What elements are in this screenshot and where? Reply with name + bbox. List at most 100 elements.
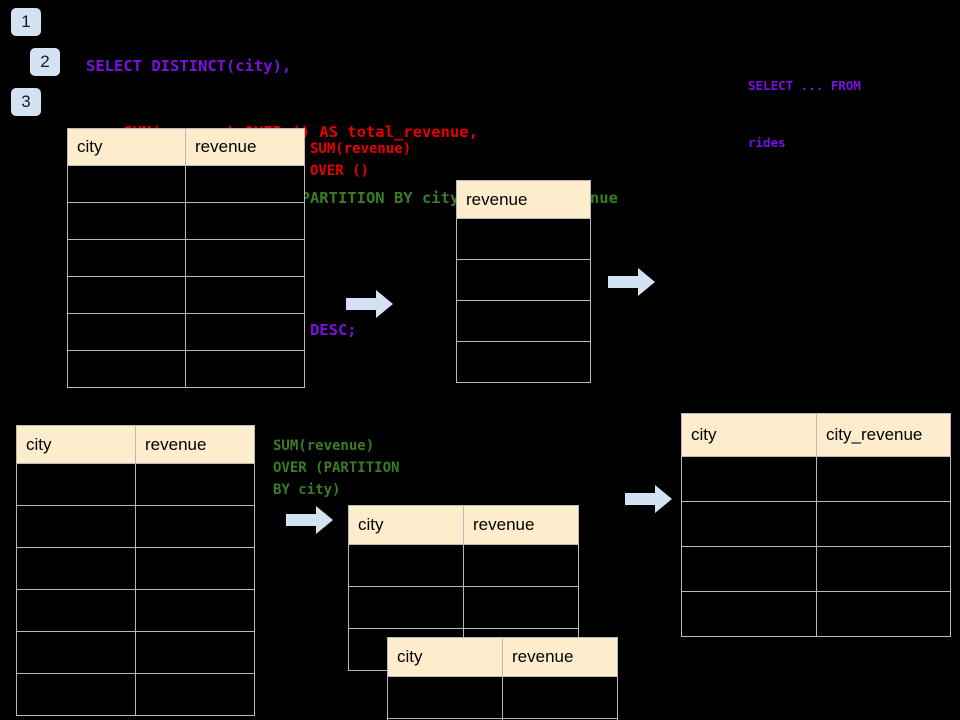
annotation-over-partition: SUM(revenue) OVER (PARTITION BY city) — [273, 438, 400, 498]
table-row[interactable] — [16, 589, 255, 632]
cell-city[interactable] — [67, 350, 186, 388]
table-header-row: city revenue — [16, 425, 255, 464]
cell-city[interactable] — [67, 165, 186, 203]
arrow-source-to-total — [346, 289, 394, 324]
cell-revenue[interactable] — [185, 202, 305, 240]
column-header-city: city — [67, 128, 186, 166]
cell-city-revenue[interactable] — [816, 501, 951, 547]
side-note-select-from: SELECT ... FROM rides — [748, 38, 861, 190]
cell-city[interactable] — [681, 456, 817, 502]
cell-revenue[interactable] — [185, 350, 305, 388]
table-row[interactable] — [67, 239, 305, 277]
sql-line-1: SELECT DISTINCT(city), — [86, 57, 292, 75]
table-header-row: city revenue — [348, 505, 579, 545]
arrow-partition-to-result — [625, 484, 673, 519]
table-header-row: city city_revenue — [681, 413, 951, 457]
column-header-city-revenue: city_revenue — [816, 413, 951, 457]
table-row[interactable] — [456, 341, 591, 383]
column-header-revenue: revenue — [185, 128, 305, 166]
side-note-line-2: rides — [748, 135, 786, 150]
table-row[interactable] — [456, 300, 591, 342]
cell-revenue[interactable] — [135, 547, 255, 590]
arrow-total-to-result — [608, 267, 656, 302]
cell-city[interactable] — [16, 547, 136, 590]
cell-revenue[interactable] — [135, 631, 255, 674]
table-partition-group-back[interactable]: city revenue — [348, 505, 579, 671]
cell-revenue[interactable] — [185, 239, 305, 277]
table-rides-source-top[interactable]: city revenue — [67, 128, 305, 388]
table-row[interactable] — [456, 259, 591, 301]
cell-revenue[interactable] — [456, 259, 591, 301]
cell-revenue[interactable] — [463, 544, 579, 587]
step-badge-2[interactable]: 2 — [30, 48, 60, 76]
cell-city[interactable] — [67, 313, 186, 351]
cell-revenue[interactable] — [502, 676, 618, 719]
table-row[interactable] — [681, 501, 951, 547]
cell-city[interactable] — [348, 544, 464, 587]
cell-city[interactable] — [387, 676, 503, 719]
table-row[interactable] — [16, 463, 255, 506]
column-header-revenue: revenue — [502, 637, 618, 677]
cell-city-revenue[interactable] — [816, 591, 951, 637]
table-row[interactable] — [681, 591, 951, 637]
cell-revenue[interactable] — [456, 300, 591, 342]
table-row[interactable] — [681, 546, 951, 592]
table-row[interactable] — [16, 547, 255, 590]
arrow-right-icon — [346, 290, 393, 318]
table-partition-group-front[interactable]: city revenue — [387, 637, 618, 720]
cell-city-revenue[interactable] — [816, 546, 951, 592]
cell-city[interactable] — [16, 673, 136, 716]
table-row[interactable] — [456, 218, 591, 260]
cell-revenue[interactable] — [185, 313, 305, 351]
cell-revenue[interactable] — [456, 218, 591, 260]
cell-revenue[interactable] — [456, 341, 591, 383]
table-row[interactable] — [67, 313, 305, 351]
table-row[interactable] — [16, 673, 255, 716]
cell-revenue[interactable] — [502, 718, 618, 720]
cell-city[interactable] — [16, 463, 136, 506]
arrow-right-icon — [286, 506, 333, 534]
step-badge-1[interactable]: 1 — [11, 8, 41, 36]
cell-city[interactable] — [16, 631, 136, 674]
table-total-revenue[interactable]: revenue — [456, 180, 591, 383]
table-row[interactable] — [681, 456, 951, 502]
step-badge-3[interactable]: 3 — [11, 88, 41, 116]
cell-city[interactable] — [348, 586, 464, 629]
table-row[interactable] — [387, 676, 618, 719]
cell-city[interactable] — [16, 505, 136, 548]
table-row[interactable] — [67, 276, 305, 314]
table-row[interactable] — [67, 350, 305, 388]
cell-city[interactable] — [681, 591, 817, 637]
table-row[interactable] — [67, 165, 305, 203]
cell-city[interactable] — [67, 276, 186, 314]
cell-revenue[interactable] — [185, 165, 305, 203]
table-row[interactable] — [16, 505, 255, 548]
cell-city-revenue[interactable] — [816, 456, 951, 502]
cell-city[interactable] — [681, 501, 817, 547]
table-final-result[interactable]: city city_revenue — [681, 413, 951, 637]
table-row[interactable] — [16, 631, 255, 674]
cell-revenue[interactable] — [135, 505, 255, 548]
column-header-revenue: revenue — [135, 425, 255, 464]
table-header-row: city revenue — [67, 128, 305, 166]
cell-city[interactable] — [67, 202, 186, 240]
table-header-row: revenue — [456, 180, 591, 219]
column-header-revenue: revenue — [463, 505, 579, 545]
table-row[interactable] — [67, 202, 305, 240]
table-row[interactable] — [348, 544, 579, 587]
cell-revenue[interactable] — [185, 276, 305, 314]
table-header-row: city revenue — [387, 637, 618, 677]
cell-city[interactable] — [681, 546, 817, 592]
cell-city[interactable] — [67, 239, 186, 277]
table-row[interactable] — [348, 586, 579, 629]
table-row[interactable] — [387, 718, 618, 720]
cell-city[interactable] — [16, 589, 136, 632]
table-rides-source-bottom[interactable]: city revenue — [16, 425, 255, 716]
arrow-right-icon — [608, 268, 655, 296]
arrow-source-to-partition — [286, 505, 334, 540]
cell-revenue[interactable] — [135, 589, 255, 632]
cell-revenue[interactable] — [463, 586, 579, 629]
cell-revenue[interactable] — [135, 463, 255, 506]
cell-revenue[interactable] — [135, 673, 255, 716]
